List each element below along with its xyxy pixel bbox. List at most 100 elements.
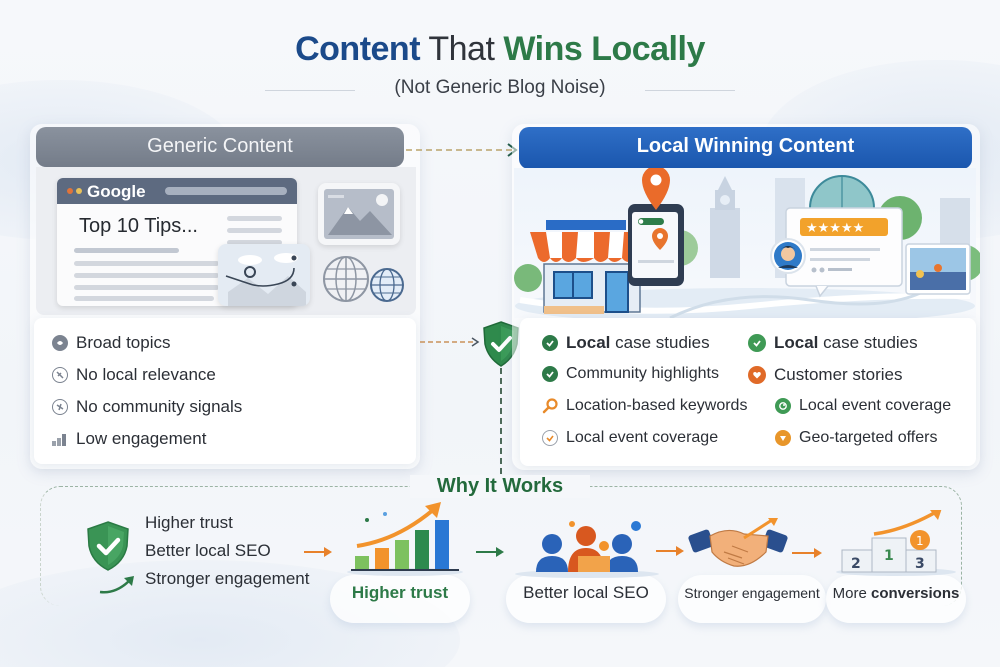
search-icon bbox=[542, 398, 558, 414]
svg-text:3: 3 bbox=[915, 556, 925, 572]
growth-chart-icon bbox=[347, 502, 463, 576]
local-item: Geo-targeted offers bbox=[775, 429, 937, 447]
text-line bbox=[74, 248, 179, 253]
low-bars-icon bbox=[52, 434, 66, 446]
local-item: Local event coverage bbox=[542, 429, 718, 447]
arrow-right-icon bbox=[304, 547, 332, 557]
image-placeholder-icon bbox=[324, 189, 394, 239]
curved-arrow-icon bbox=[99, 576, 134, 594]
local-item: Local case studies bbox=[542, 333, 710, 353]
text-line bbox=[227, 216, 282, 221]
svg-text:1: 1 bbox=[884, 548, 894, 564]
generic-map-thumbnail bbox=[218, 244, 310, 306]
subtitle-divider-right bbox=[645, 90, 735, 91]
generic-item-label: Broad topics bbox=[76, 333, 171, 352]
local-item-label: case studies bbox=[818, 333, 918, 352]
arrow-right-icon bbox=[476, 547, 504, 557]
connector-dashed-vertical bbox=[500, 368, 502, 476]
generic-item: No community signals bbox=[52, 397, 242, 417]
generic-item: Broad topics bbox=[52, 333, 171, 353]
check-circle-icon bbox=[748, 334, 766, 352]
no-location-icon bbox=[52, 367, 68, 383]
check-outline-icon bbox=[542, 430, 558, 446]
local-item-label: Customer stories bbox=[774, 365, 903, 384]
local-item-bold: Local bbox=[566, 333, 611, 352]
step-label: Stronger engagement bbox=[684, 585, 820, 601]
local-item: Local event coverage bbox=[775, 397, 951, 415]
title-part-wins-locally: Wins Locally bbox=[503, 30, 705, 68]
browser-search-bar bbox=[165, 187, 287, 195]
local-item-label: case studies bbox=[610, 333, 710, 352]
generic-item: Low engagement bbox=[52, 429, 206, 449]
step-base bbox=[678, 575, 826, 623]
arrow-right-icon bbox=[656, 546, 684, 556]
why-it-works-title: Why It Works bbox=[410, 475, 590, 498]
local-item-label: Geo-targeted offers bbox=[799, 429, 938, 446]
step-base bbox=[330, 575, 470, 623]
handshake-icon bbox=[688, 518, 788, 567]
browser-dot-red bbox=[67, 188, 73, 194]
local-item-label: Local event coverage bbox=[799, 397, 952, 414]
local-item: Local case studies bbox=[748, 333, 918, 353]
step-label: Better local SEO bbox=[523, 583, 649, 602]
generic-item-label: No local relevance bbox=[76, 365, 216, 384]
community-icon bbox=[515, 521, 659, 578]
step-label: More conversions bbox=[826, 585, 966, 602]
globe-icon bbox=[323, 256, 404, 302]
local-item-label: Community highlights bbox=[566, 365, 719, 382]
podium-icon: 2 1 3 1 bbox=[836, 510, 956, 576]
why-intro-item: Stronger engagement bbox=[145, 569, 310, 588]
heart-icon bbox=[748, 366, 766, 384]
svg-text:2: 2 bbox=[851, 556, 861, 572]
page-title: Content That Wins Locally bbox=[0, 30, 1000, 69]
generic-traits-list bbox=[34, 318, 416, 464]
globe-icon bbox=[52, 335, 68, 351]
smile-icon bbox=[775, 398, 791, 414]
svg-text:1: 1 bbox=[916, 534, 924, 548]
title-part-that: That bbox=[420, 30, 504, 68]
step-label-bold: conversions bbox=[870, 585, 960, 602]
rating-stars: ★★★★★ bbox=[806, 221, 864, 236]
generic-item-label: No community signals bbox=[76, 397, 243, 416]
text-line bbox=[227, 240, 282, 245]
why-intro-item: Higher trust bbox=[145, 513, 233, 532]
map-route-icon bbox=[225, 253, 306, 306]
local-item-bold: Local bbox=[774, 333, 819, 352]
arrow-right-icon bbox=[792, 548, 822, 558]
connector-arrow-middle bbox=[420, 337, 480, 347]
step-base bbox=[506, 575, 666, 623]
why-intro-item: Better local SEO bbox=[145, 541, 271, 560]
text-line bbox=[74, 273, 219, 278]
tag-icon bbox=[775, 430, 791, 446]
local-item-label: Local event coverage bbox=[566, 429, 719, 446]
generic-content-header: Generic Content bbox=[36, 127, 404, 167]
title-part-content: Content bbox=[295, 30, 421, 68]
text-line bbox=[227, 228, 282, 233]
local-item: Customer stories bbox=[748, 365, 902, 385]
connector-arrow-top bbox=[406, 143, 518, 157]
check-circle-icon bbox=[542, 335, 558, 351]
generic-article-heading: Top 10 Tips... bbox=[79, 215, 198, 237]
generic-image-thumbnail bbox=[318, 183, 400, 245]
browser-titlebar: Google bbox=[57, 178, 297, 204]
local-item: Community highlights bbox=[542, 365, 719, 383]
local-item: Location-based keywords bbox=[542, 397, 747, 415]
step-label: Higher trust bbox=[351, 583, 449, 602]
page-subtitle: (Not Generic Blog Noise) bbox=[394, 77, 606, 98]
subtitle-divider-left bbox=[265, 90, 355, 91]
step-label-plain: More bbox=[832, 585, 871, 602]
search-engine-brand: Google bbox=[87, 182, 146, 201]
generic-item-label: Low engagement bbox=[76, 429, 207, 448]
text-line bbox=[74, 296, 214, 301]
shield-check-icon bbox=[87, 521, 129, 571]
generic-item: No local relevance bbox=[52, 365, 216, 385]
local-business-illustration: ★★★★★ bbox=[514, 168, 980, 318]
text-line bbox=[74, 285, 219, 290]
local-item-label: Location-based keywords bbox=[566, 397, 748, 414]
step-base bbox=[826, 575, 966, 623]
local-content-header: Local Winning Content bbox=[519, 127, 972, 169]
check-circle-icon bbox=[542, 366, 558, 382]
no-signal-icon bbox=[52, 399, 68, 415]
browser-dot-yellow bbox=[76, 188, 82, 194]
text-line bbox=[74, 261, 219, 266]
